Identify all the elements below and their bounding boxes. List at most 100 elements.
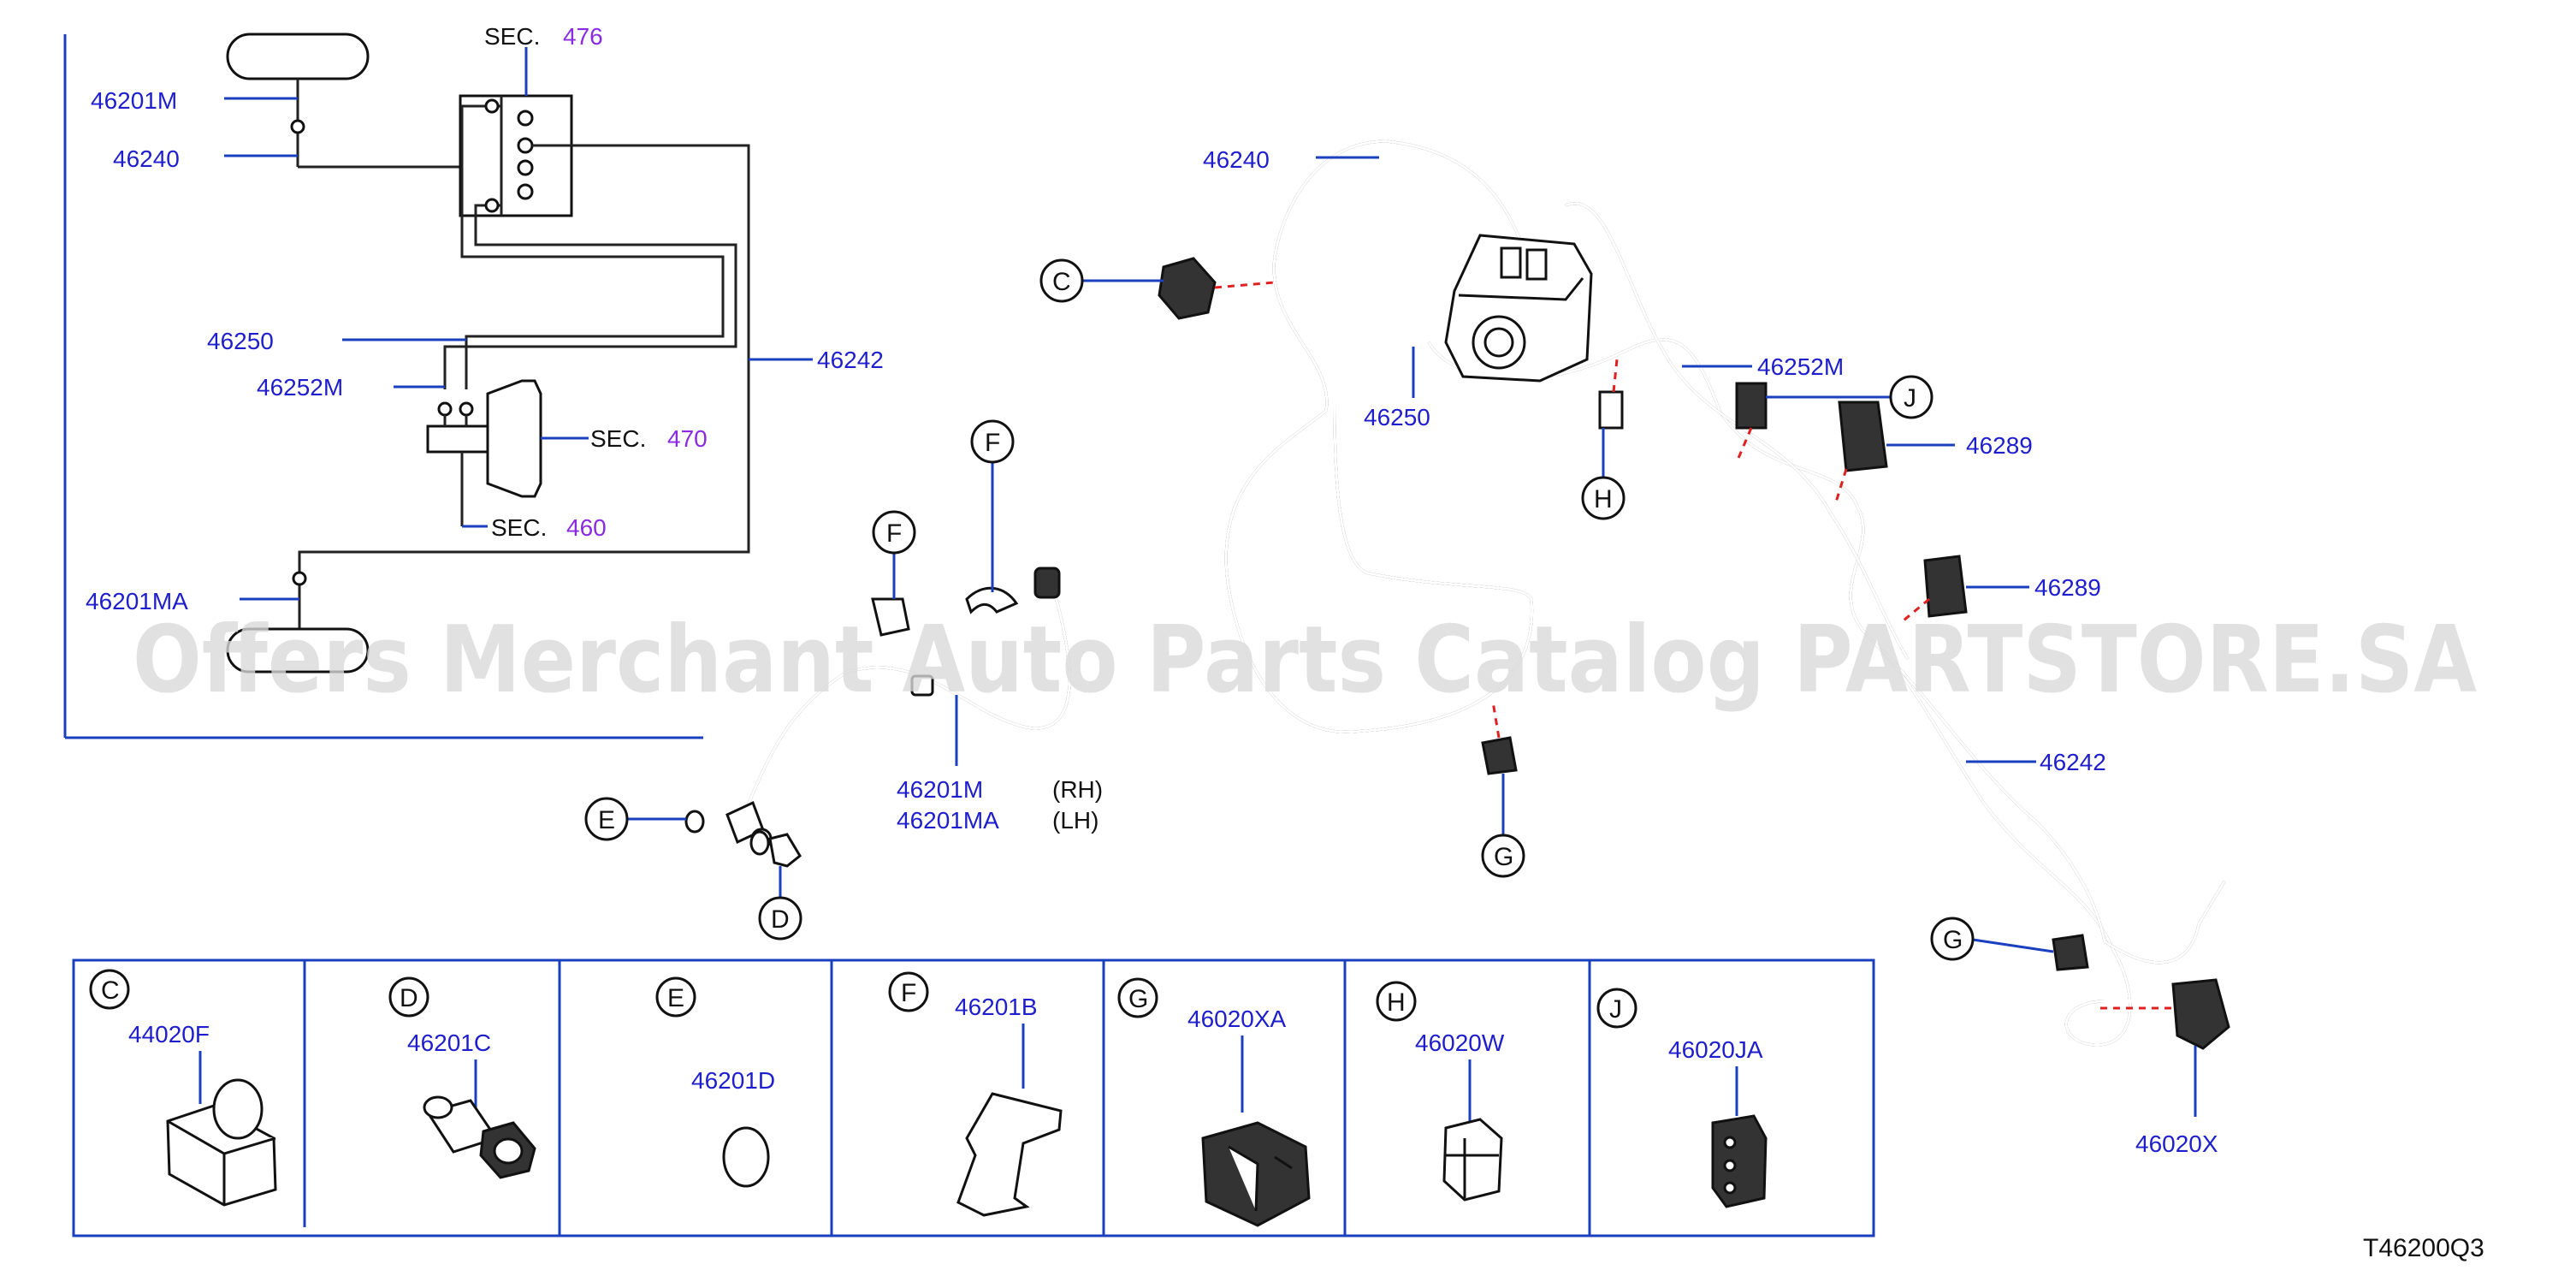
cell-j-letter: J — [1609, 995, 1622, 1024]
parts-cell-e[interactable]: E 46201D — [655, 976, 775, 1188]
clip-f-right — [965, 586, 1019, 614]
parts-cell-c[interactable]: C 44020F — [89, 969, 277, 1207]
cell-e-part: 46201D — [691, 1067, 775, 1094]
cell-d-letter: D — [400, 984, 418, 1012]
sec-470-link[interactable]: 470 — [667, 425, 708, 452]
cell-h-letter: H — [1387, 988, 1406, 1017]
clip-f-icon — [956, 1092, 1063, 1217]
cell-j-circle — [1596, 988, 1637, 1029]
bolt-d — [768, 833, 802, 868]
sec-470-word: SEC. — [590, 425, 646, 452]
label-harness-46242: 46242 — [2040, 749, 2106, 775]
master-cylinder — [426, 424, 498, 454]
clip-j-icon — [1711, 1114, 1768, 1208]
callout-g-harness-low-text: G — [1943, 926, 1963, 954]
washer-e-icon — [722, 1126, 770, 1188]
cell-d-part: 46201C — [407, 1030, 491, 1056]
label-46242: 46242 — [817, 347, 884, 373]
cell-c-letter: C — [101, 976, 120, 1005]
brake-booster — [486, 379, 542, 498]
label-46201M: 46201M — [91, 87, 177, 114]
callout-d-hose — [758, 896, 802, 941]
callout-f-lower-text: F — [886, 519, 902, 548]
callout-d-hose-text: D — [771, 905, 790, 934]
callout-f-lower — [872, 510, 916, 555]
schematic-section: 46201M 46240 46250 46252M 46242 46201MA … — [63, 23, 884, 739]
cell-c-part: 44020F — [128, 1021, 210, 1047]
callout-c-harness — [1039, 258, 1084, 303]
label-harness-46240: 46240 — [1203, 146, 1270, 173]
label-harness-46289-upper: 46289 — [1966, 432, 2033, 459]
callout-j-harness — [1889, 375, 1933, 419]
clip-c-harness — [1158, 257, 1217, 320]
cell-g-letter: G — [1128, 985, 1148, 1013]
parts-table: C 44020F D 46201C E 46201D — [72, 958, 1875, 1237]
hose-fitting-mid — [910, 674, 934, 697]
clip-j-harness — [1735, 382, 1768, 430]
cell-j-part: 46020JA — [1668, 1036, 1763, 1063]
watermark: Offers Merchant Auto Parts Catalog PARTS… — [133, 607, 2477, 714]
label-hose-rh: (RH) — [1052, 776, 1103, 803]
label-harness-46252M: 46252M — [1757, 353, 1844, 380]
junction-46289-upper — [1838, 401, 1888, 472]
cell-f-part: 46201B — [955, 994, 1038, 1020]
callout-j-harness-text: J — [1904, 384, 1916, 412]
label-46252M: 46252M — [257, 374, 343, 401]
label-hose-46201MA: 46201MA — [897, 807, 999, 834]
label-harness-46020X: 46020X — [2135, 1131, 2218, 1157]
sec-476-link[interactable]: 476 — [563, 23, 603, 50]
parts-cell-d[interactable]: D 46201C — [388, 976, 536, 1179]
washer-d — [749, 830, 770, 856]
parts-cell-h[interactable]: H 46020W — [1376, 981, 1505, 1202]
label-harness-46289-lower: 46289 — [2034, 574, 2101, 601]
clip-g-harness-mid — [1481, 736, 1518, 775]
label-hose-46201M: 46201M — [897, 776, 983, 803]
cell-g-part: 46020XA — [1187, 1006, 1287, 1032]
clip-g-harness-low — [2052, 934, 2089, 971]
caliper-front — [226, 33, 370, 80]
sec-476-word: SEC. — [484, 23, 540, 50]
callout-f-upper-text: F — [985, 429, 1000, 457]
cell-c-circle — [89, 969, 130, 1010]
callout-h-harness-text: H — [1594, 485, 1613, 513]
cell-e-circle — [655, 976, 696, 1018]
parts-cell-g[interactable]: G 46020XA — [1117, 977, 1311, 1227]
junction-46289-lower — [1923, 555, 1968, 618]
sec-460-word: SEC. — [491, 514, 547, 541]
clip-h-icon — [1442, 1118, 1503, 1202]
washer-e — [684, 810, 705, 834]
cell-f-letter: F — [901, 979, 916, 1007]
label-46201MA: 46201MA — [86, 588, 188, 614]
cell-d-circle — [388, 976, 429, 1018]
flex-hose-section: F F E D 46201M 46201MA (RH) (LH) — [584, 419, 1103, 941]
label-hose-lh: (LH) — [1052, 807, 1099, 834]
label-harness-46250: 46250 — [1364, 404, 1430, 430]
callout-c-harness-text: C — [1052, 268, 1071, 296]
callout-f-upper — [970, 419, 1015, 464]
clip-h-harness — [1598, 390, 1624, 430]
clip-f-left — [871, 597, 910, 637]
label-46250: 46250 — [207, 328, 274, 354]
cell-h-circle — [1376, 981, 1417, 1022]
cell-e-letter: E — [667, 984, 684, 1012]
label-46240: 46240 — [113, 145, 180, 172]
cell-g-circle — [1117, 977, 1158, 1018]
callout-g-harness-low — [1930, 917, 1975, 961]
parts-cell-f[interactable]: F 46201B — [888, 971, 1063, 1217]
parts-cell-j[interactable]: J 46020JA — [1596, 988, 1768, 1208]
sec-460-link[interactable]: 460 — [566, 514, 607, 541]
actuator-block — [459, 94, 573, 217]
callout-g-harness-mid-text: G — [1494, 843, 1513, 871]
callout-e-hose — [584, 797, 629, 841]
hose-fitting-top — [1033, 567, 1061, 599]
cell-h-part: 46020W — [1415, 1030, 1505, 1056]
brake-tube-harness: 46240 46250 46252M 46289 46289 46242 460… — [1039, 139, 2230, 1157]
caliper-rear — [226, 627, 370, 674]
callout-e-hose-text: E — [598, 806, 615, 834]
callout-g-harness-mid — [1481, 834, 1525, 878]
connector-46020X — [2171, 978, 2230, 1050]
cell-f-circle — [888, 971, 929, 1012]
diagram-code: T46200Q3 — [2363, 1234, 2484, 1262]
callout-h-harness — [1581, 476, 1626, 520]
